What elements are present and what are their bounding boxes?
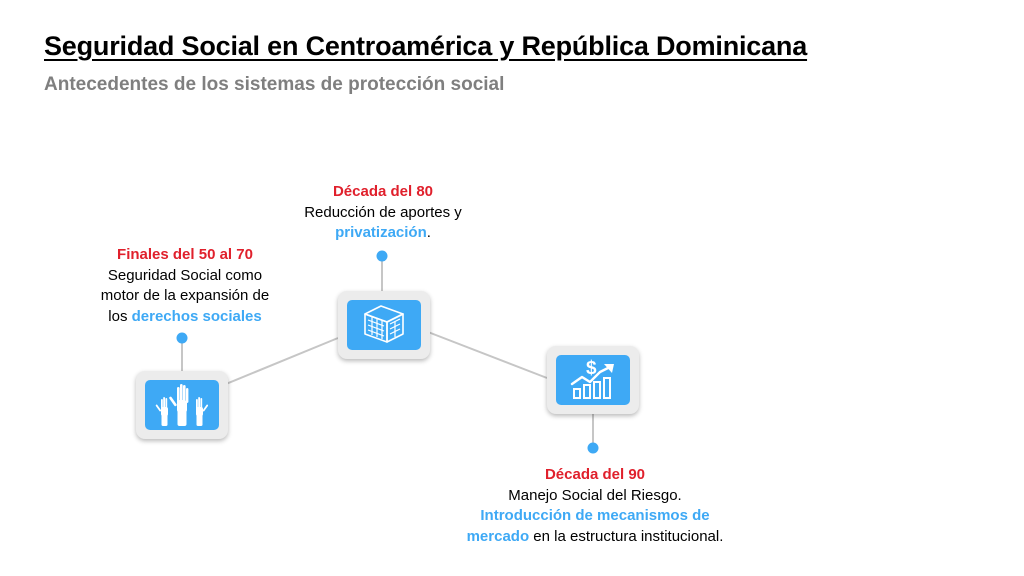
slide-subtitle: Antecedentes de los sistemas de protecci…: [44, 74, 505, 95]
milestone-node-3: $: [547, 346, 639, 414]
milestone-text: Reducción de aportes y: [304, 203, 462, 221]
milestone-period: Finales del 50 al 70: [117, 246, 253, 263]
milestone-tile-3: $: [556, 355, 630, 405]
milestone-node-1: [136, 371, 228, 439]
milestone-node-2: [338, 291, 430, 359]
milestone-highlight: privatización: [335, 224, 427, 241]
milestone-period: Década del 90: [544, 466, 646, 483]
milestone-highlight: Introducción de mecanismos de mercado: [466, 507, 710, 545]
building-icon: [359, 302, 409, 349]
milestone-period: Década del 80: [332, 183, 434, 200]
svg-text:$: $: [586, 358, 597, 379]
pin-dot-1: [176, 332, 188, 344]
milestone-tile-2: [347, 300, 421, 350]
connector-line-1-2: [225, 337, 339, 385]
milestone-tile-1: [145, 380, 219, 430]
milestone-text-after: .: [426, 224, 431, 241]
milestone-label-1: Finales del 50 al 70 Seguridad Social com…: [90, 245, 280, 327]
milestone-text: Manejo Social del Riesgo.: [508, 486, 682, 504]
milestone-label-2: Década del 80 Reducción de aportes y priv…: [283, 182, 483, 244]
milestone-highlight: derechos sociales: [131, 307, 262, 325]
pin-dot-2: [376, 250, 388, 262]
dollar-growth-chart-icon: $: [566, 356, 620, 405]
milestone-text: Seguridad Social como motor de la expans…: [100, 266, 270, 325]
raised-hands-icon: [153, 380, 211, 431]
pin-dot-3: [587, 442, 599, 454]
milestone-text-after: en la estructura institucional.: [529, 527, 724, 545]
connector-line-2-3: [427, 331, 548, 379]
milestone-label-3: Década del 90 Manejo Social del Riesgo. I…: [465, 465, 725, 547]
slide-title: Seguridad Social en Centroamérica y Repú…: [44, 31, 808, 61]
